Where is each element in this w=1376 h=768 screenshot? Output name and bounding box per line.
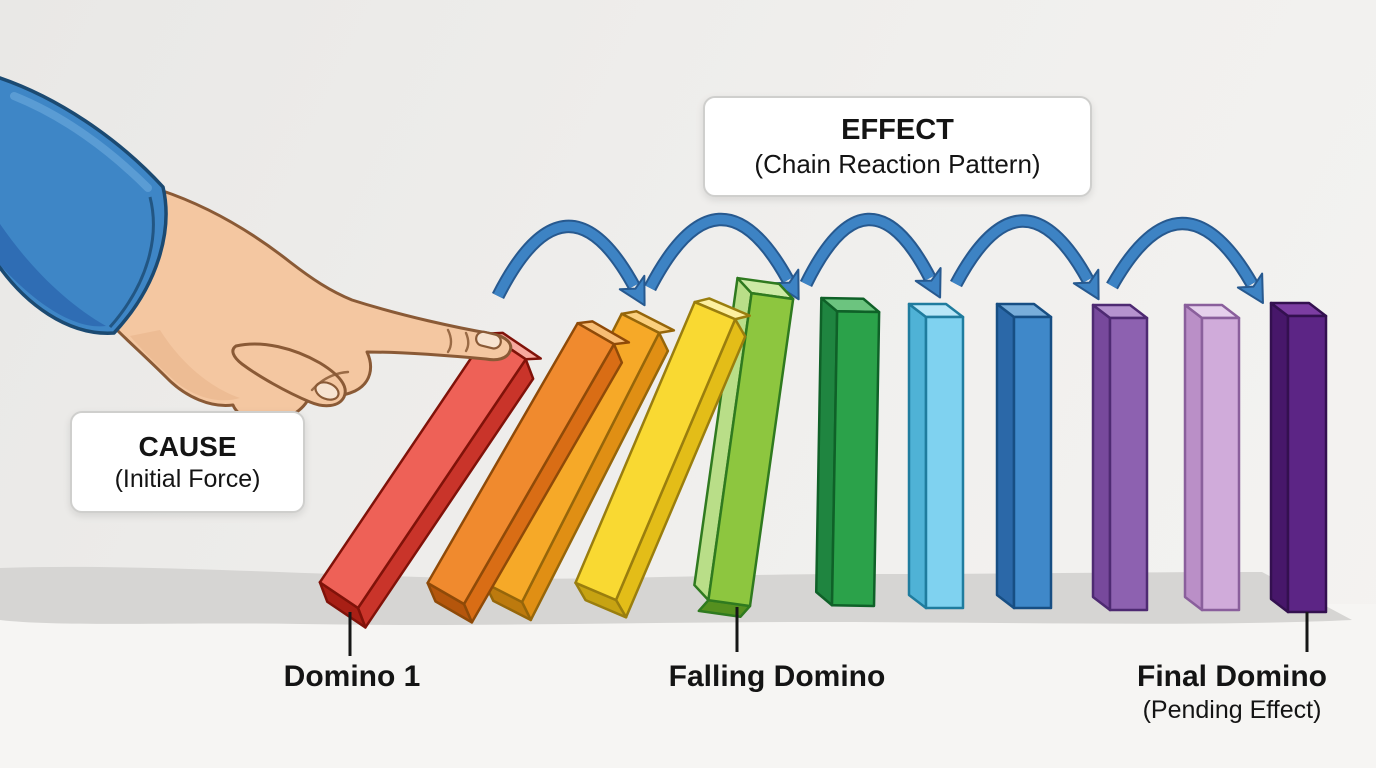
pointer-line-falling-domino — [735, 607, 739, 652]
domino-purple — [1091, 303, 1149, 612]
domino-red — [318, 331, 542, 629]
domino-front-face — [1286, 314, 1328, 614]
domino-lavender — [1183, 303, 1241, 612]
label-final-domino-text: Final Domino — [1137, 660, 1327, 693]
domino-front-face — [318, 332, 528, 610]
effect-subtitle: (Chain Reaction Pattern) — [754, 149, 1041, 180]
domino-side-face — [995, 302, 1016, 610]
domino-front-face — [426, 321, 616, 606]
domino-front-face — [574, 300, 737, 602]
sleeve-shape — [0, 76, 168, 335]
dominoes — [318, 276, 1328, 629]
arrow-head-4 — [1072, 268, 1100, 301]
domino-blue — [995, 302, 1053, 610]
domino-front-face — [707, 291, 795, 608]
domino-front-face — [1108, 316, 1149, 612]
effect-callout: EFFECT (Chain Reaction Pattern) — [703, 96, 1092, 197]
pointer-line-domino-1 — [348, 612, 352, 656]
domino-side-face — [1269, 301, 1290, 614]
domino-orange — [426, 320, 631, 624]
arrow-head-1 — [618, 274, 646, 307]
label-domino-1-text: Domino 1 — [283, 660, 421, 693]
sleeve-highlight — [10, 92, 152, 192]
cause-title: CAUSE — [138, 430, 237, 462]
floor — [0, 604, 1376, 768]
domino-front-face — [924, 315, 965, 610]
label-final-domino-subtext: (Pending Effect) — [1142, 695, 1322, 724]
finger-creases — [310, 328, 470, 392]
label-falling-domino-text: Falling Domino — [668, 660, 886, 693]
arrow-3 — [799, 212, 942, 299]
domino-front-face — [830, 310, 881, 608]
label-falling-domino: Falling Domino — [669, 660, 886, 695]
ground-shadow-band — [0, 566, 1352, 625]
domino-light-blue — [907, 302, 965, 610]
arrow-4 — [950, 214, 1100, 301]
arrow-head-3 — [914, 267, 942, 299]
palm-shade — [130, 330, 240, 401]
cause-subtitle: (Initial Force) — [114, 464, 261, 493]
effect-title: EFFECT — [841, 114, 954, 147]
arrow-1 — [491, 219, 646, 307]
domino-dark-purple — [1269, 301, 1328, 614]
label-final-domino: Final Domino (Pending Effect) — [1137, 660, 1327, 725]
domino-amber — [483, 310, 676, 622]
domino-front-face — [1012, 315, 1053, 610]
arrow-5 — [1106, 216, 1264, 305]
domino-side-face — [1091, 303, 1112, 612]
sleeve-cuff-line — [108, 196, 155, 328]
hand-illustration — [0, 76, 513, 424]
domino-side-face — [907, 302, 928, 610]
label-domino-1: Domino 1 — [284, 660, 421, 695]
arrow-2 — [644, 212, 800, 301]
domino-yellow — [574, 297, 751, 619]
pointer-line-final-domino — [1305, 612, 1309, 652]
sleeve-shade — [0, 224, 106, 327]
index-finger-nail — [475, 330, 502, 350]
domino-green — [814, 296, 881, 608]
domino-side-face — [1183, 303, 1204, 612]
arrow-head-5 — [1236, 272, 1264, 305]
domino-front-face — [1200, 316, 1241, 612]
chain-reaction-arrows — [491, 212, 1264, 307]
cause-callout: CAUSE (Initial Force) — [70, 411, 305, 513]
hand-shape — [114, 188, 513, 424]
